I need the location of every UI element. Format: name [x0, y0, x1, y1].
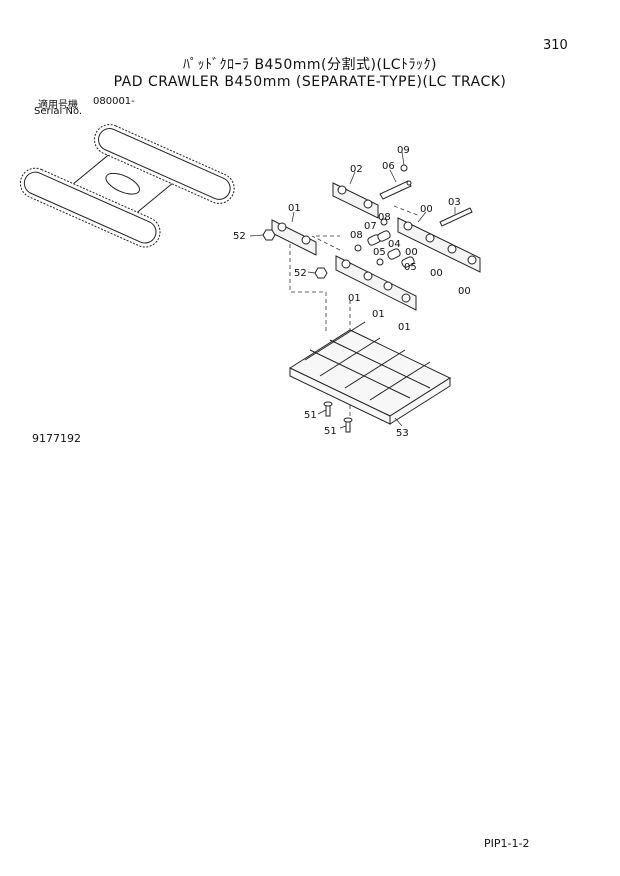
callout-04: 04 [388, 239, 401, 250]
leader-lines [249, 151, 456, 429]
serial-label-japanese: 適用号機 [38, 100, 78, 111]
callout-01-b: 01 [372, 309, 385, 320]
callout-01-upper: 01 [288, 203, 301, 214]
crawler-overview-thumbnail [19, 124, 235, 248]
nut-52 [262, 229, 328, 279]
link-assembly-02 [332, 182, 379, 219]
callout-00-lower: 00 [430, 268, 443, 279]
callout-00-middle: 00 [405, 247, 418, 258]
bolts-51 [323, 401, 353, 433]
callout-05-lower: 05 [404, 262, 417, 273]
callout-05-upper: 05 [373, 247, 386, 258]
callout-09: 09 [397, 145, 410, 156]
ring-09 [400, 164, 408, 172]
serial-value: 080001- [93, 96, 135, 107]
bushings [354, 218, 415, 268]
callout-00-top: 00 [420, 204, 433, 215]
callout-52-lower: 52 [294, 268, 307, 279]
callout-01-a: 01 [348, 293, 361, 304]
pin-06 [379, 180, 412, 200]
callout-06: 06 [382, 161, 395, 172]
callout-00-bottom: 00 [458, 286, 471, 297]
callout-01-c: 01 [398, 322, 411, 333]
serial-label-english: Serial No. [34, 106, 83, 117]
callout-53: 53 [396, 428, 409, 439]
callout-02: 02 [350, 164, 363, 175]
callout-51-lower: 51 [324, 426, 337, 437]
page-number: 310 [543, 38, 568, 53]
link-01-upper [271, 219, 317, 256]
callout-03: 03 [448, 197, 461, 208]
footer-code: PIP1-1-2 [484, 837, 530, 850]
link-assembly-01-lower [335, 255, 417, 311]
link-assembly-00 [397, 217, 481, 273]
callout-52-upper: 52 [233, 231, 246, 242]
callout-51-upper: 51 [304, 410, 317, 421]
pin-03 [439, 207, 473, 227]
track-shoes-53 [288, 321, 452, 425]
callout-08-right: 08 [378, 212, 391, 223]
title-japanese: ﾊﾟｯﾄﾞｸﾛｰﾗ B450mm(分割式)(LCﾄﾗｯｸ) [183, 57, 437, 73]
callout-08-left: 08 [350, 230, 363, 241]
callout-07: 07 [364, 221, 377, 232]
title-english: PAD CRAWLER B450mm (SEPARATE-TYPE)(LC TR… [113, 74, 507, 90]
drawing-number: 9177192 [32, 432, 81, 445]
